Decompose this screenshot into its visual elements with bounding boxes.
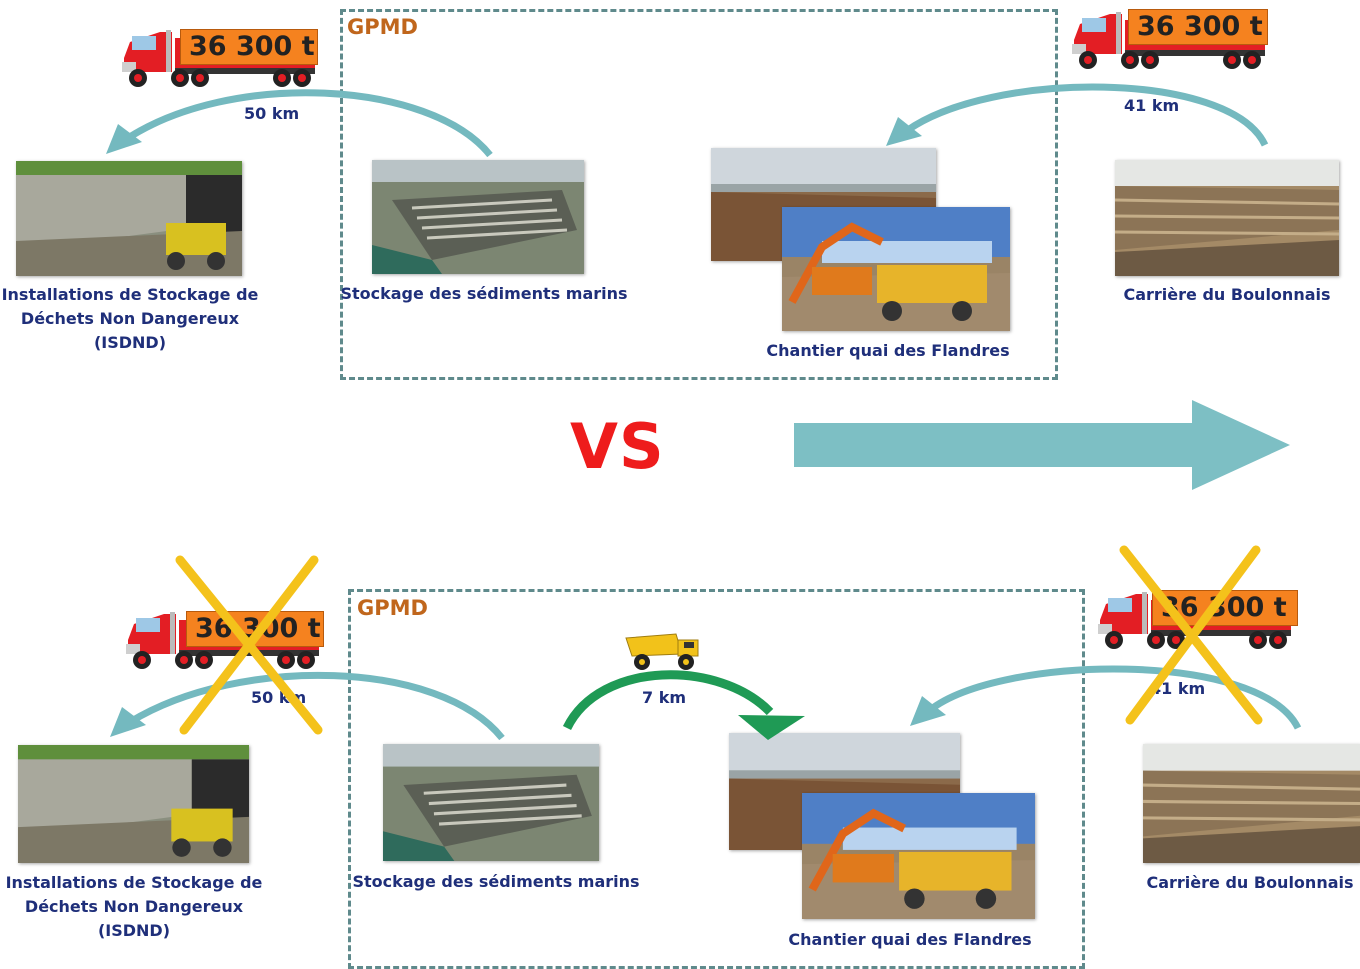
landfill-photo [18,745,249,863]
distance-label: 50 km [244,104,300,123]
tonnage-badge: 36 300 t [1152,590,1298,626]
arrowhead-icon [110,707,146,737]
worksite-label: Chantier quai des Flandres [788,930,1032,949]
landfill-photo [16,161,242,276]
gpmd-label-top: GPMD [347,15,418,39]
distance-label: 7 km [642,688,687,707]
distance-label: 41 km [1124,96,1180,115]
tonnage-badge: 36 300 t [180,29,318,65]
versus-label: VS [570,410,665,483]
isdnd-label-line1: Installations de Stockage de [1,285,259,304]
distance-label: 50 km [251,688,307,707]
isdnd-label: Installations de Stockage de Déchets Non… [4,871,264,943]
dump-truck-icon [624,632,702,672]
isdnd-label-line2: Déchets Non Dangereux [24,897,244,916]
distance-label: 41 km [1150,679,1206,698]
tonnage-badge: 36 300 t [186,611,324,647]
gpmd-zone-top [340,9,1058,380]
quarry-label: Carrière du Boulonnais [1146,873,1354,892]
tonnage-badge: 36 300 t [1128,9,1268,45]
isdnd-label-line1: Installations de Stockage de [5,873,263,892]
sediment-storage-label: Stockage des sédiments marins [352,872,640,891]
quarry-label: Carrière du Boulonnais [1123,285,1331,304]
isdnd-label-line3: (ISDND) [93,333,167,352]
arrowhead-icon [106,124,142,154]
sediment-storage-label: Stockage des sédiments marins [340,284,628,303]
sediment-storage-photo [383,744,599,861]
worksite-photo-front [782,207,1010,331]
sediment-storage-photo [372,160,584,274]
gpmd-label-bottom: GPMD [357,596,428,620]
worksite-photo-front [802,793,1035,919]
gpmd-zone-bottom [348,589,1085,969]
big-right-arrow-icon [792,398,1296,492]
isdnd-label-line3: (ISDND) [97,921,171,940]
isdnd-label-line2: Déchets Non Dangereux [20,309,240,328]
isdnd-label: Installations de Stockage de Déchets Non… [0,283,260,355]
quarry-photo [1115,160,1339,276]
quarry-photo [1143,744,1360,863]
worksite-label: Chantier quai des Flandres [766,341,1010,360]
